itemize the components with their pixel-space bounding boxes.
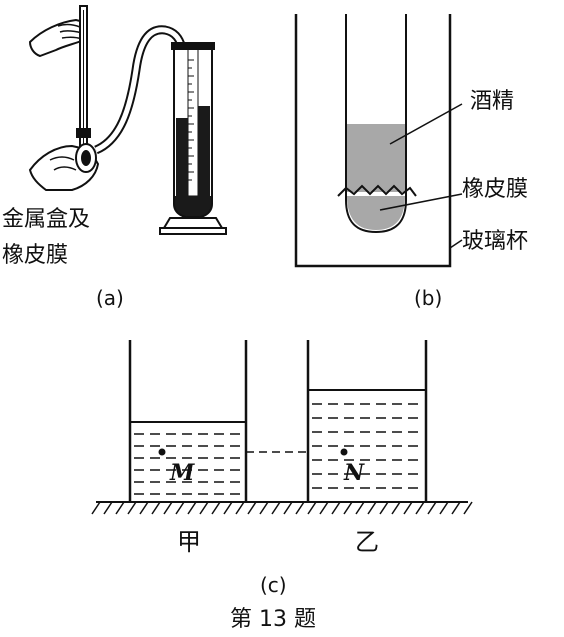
label-container-right: 乙: [355, 528, 379, 556]
point-n-dot: [340, 448, 348, 456]
panel-a: 金属盒及 橡皮膜 (a): [2, 5, 227, 310]
leader-alcohol: [389, 103, 463, 145]
probe-label-line2: 橡皮膜: [2, 243, 68, 268]
container-right: [306, 340, 428, 502]
ground-hatch: [91, 501, 473, 515]
scale-ticks: [188, 59, 194, 181]
scale-board: [187, 47, 199, 197]
point-n-label: N: [343, 460, 365, 486]
u-tube-bend: [173, 196, 213, 220]
panel-b: 酒精 橡皮膜 玻璃杯 (b): [294, 14, 528, 310]
point-m-label: M: [169, 460, 195, 486]
caption-c: (c): [260, 573, 287, 597]
test-tube: [345, 14, 407, 234]
label-container-left: 甲: [177, 528, 201, 556]
alcohol-liquid: [347, 124, 405, 192]
stand-base: [162, 217, 224, 229]
liquid-dashes-right: [312, 403, 424, 489]
question-number: 第 13 题: [230, 607, 316, 632]
leader-beaker: [449, 239, 463, 249]
rubber-membrane: [337, 184, 417, 197]
probe-label-line1: 金属盒及: [2, 207, 90, 232]
panel-c: M N 甲 乙 (c): [91, 340, 473, 597]
label-membrane: 橡皮膜: [462, 177, 528, 202]
liquid-right-column: [198, 106, 210, 200]
liquid-left-column: [176, 118, 188, 200]
upper-hand: [28, 18, 85, 58]
glass-beaker: [294, 14, 452, 268]
leader-membrane: [379, 193, 463, 211]
label-alcohol: 酒精: [470, 89, 514, 114]
label-beaker: 玻璃杯: [462, 229, 528, 254]
point-m-dot: [158, 448, 166, 456]
caption-a: (a): [96, 286, 124, 310]
liquid-dashes-left: [134, 433, 244, 495]
caption-b: (b): [414, 286, 442, 310]
